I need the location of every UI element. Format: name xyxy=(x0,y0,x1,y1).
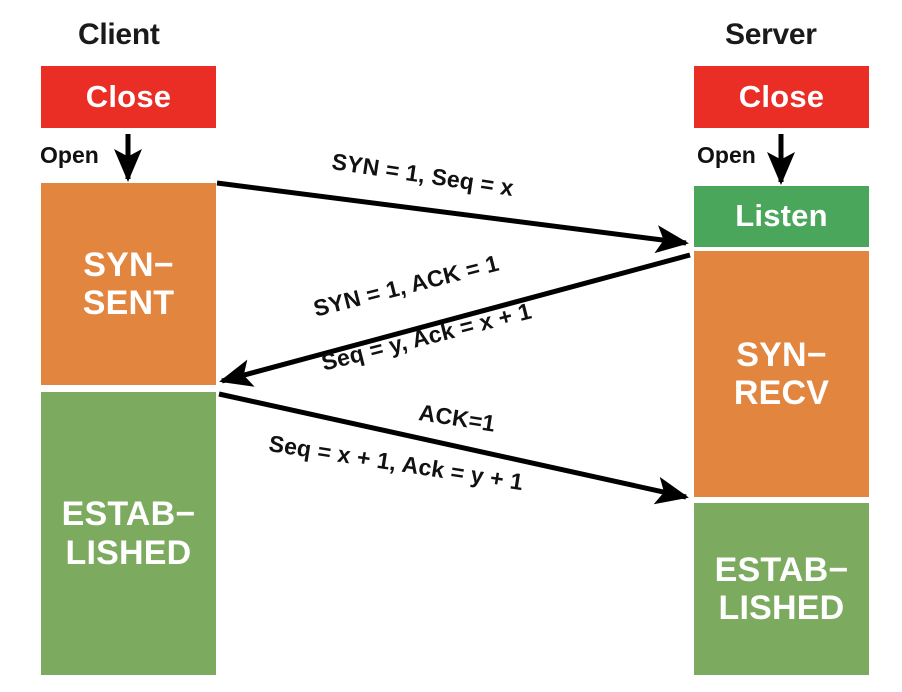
server-state-syn-recv: SYN− RECV xyxy=(694,251,869,497)
client-state-close: Close xyxy=(41,66,216,128)
server-state-established: ESTAB− LISHED xyxy=(694,503,869,675)
server-state-established-label-line2: LISHED xyxy=(718,589,845,627)
server-state-syn-recv-label-line1: SYN− xyxy=(736,335,827,374)
client-state-close-label: Close xyxy=(85,78,172,114)
server-state-close: Close xyxy=(694,66,869,128)
server-state-close-label: Close xyxy=(738,78,825,114)
client-open-transition-label: Open xyxy=(40,142,99,168)
client-state-syn-sent-label-line2: SENT xyxy=(82,284,175,322)
server-state-syn-recv-label-line2: RECV xyxy=(733,374,830,412)
server-column-title: Server xyxy=(725,18,817,51)
client-state-syn-sent: SYN− SENT xyxy=(41,183,216,385)
client-state-established-label-line1: ESTAB− xyxy=(61,495,196,534)
server-open-transition-label: Open xyxy=(697,142,756,168)
server-state-established-label-line1: ESTAB− xyxy=(714,550,849,589)
client-column-title: Client xyxy=(78,18,160,51)
client-state-established-label-line2: LISHED xyxy=(65,533,192,572)
client-state-established: ESTAB− LISHED xyxy=(41,392,216,675)
server-state-listen: Listen xyxy=(694,186,869,247)
client-state-syn-sent-label-line1: SYN− xyxy=(83,245,174,284)
server-state-listen-label: Listen xyxy=(735,198,828,234)
message-ack-label-line1: ACK=1 xyxy=(417,399,498,437)
message-syn-label-line1: SYN = 1, Seq = x xyxy=(330,148,516,201)
message-ack-label-line2: Seq = x + 1, Ack = y + 1 xyxy=(267,430,526,496)
